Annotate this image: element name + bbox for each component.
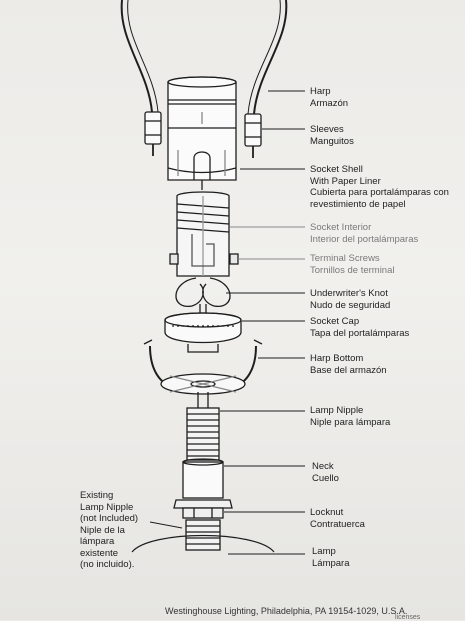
locknut [182, 507, 224, 519]
harp-bottom [143, 339, 263, 395]
socket-shell [167, 76, 237, 190]
leader-lines [149, 90, 305, 555]
lamp-body [131, 534, 275, 553]
sleeve-left [144, 111, 162, 156]
label-existing-lamp-nipple: Existing Lamp Nipple (not Included) Nipl… [80, 490, 139, 570]
socket-cap [164, 312, 242, 353]
lamp-nipple [186, 392, 220, 461]
harp-wire [120, 0, 288, 115]
footer-address: Westinghouse Lighting, Philadelphia, PA … [165, 606, 408, 616]
neck [173, 458, 233, 509]
sleeve-right [244, 113, 262, 158]
footer-licenses: licenses [395, 614, 421, 621]
socket-interior [169, 191, 239, 277]
